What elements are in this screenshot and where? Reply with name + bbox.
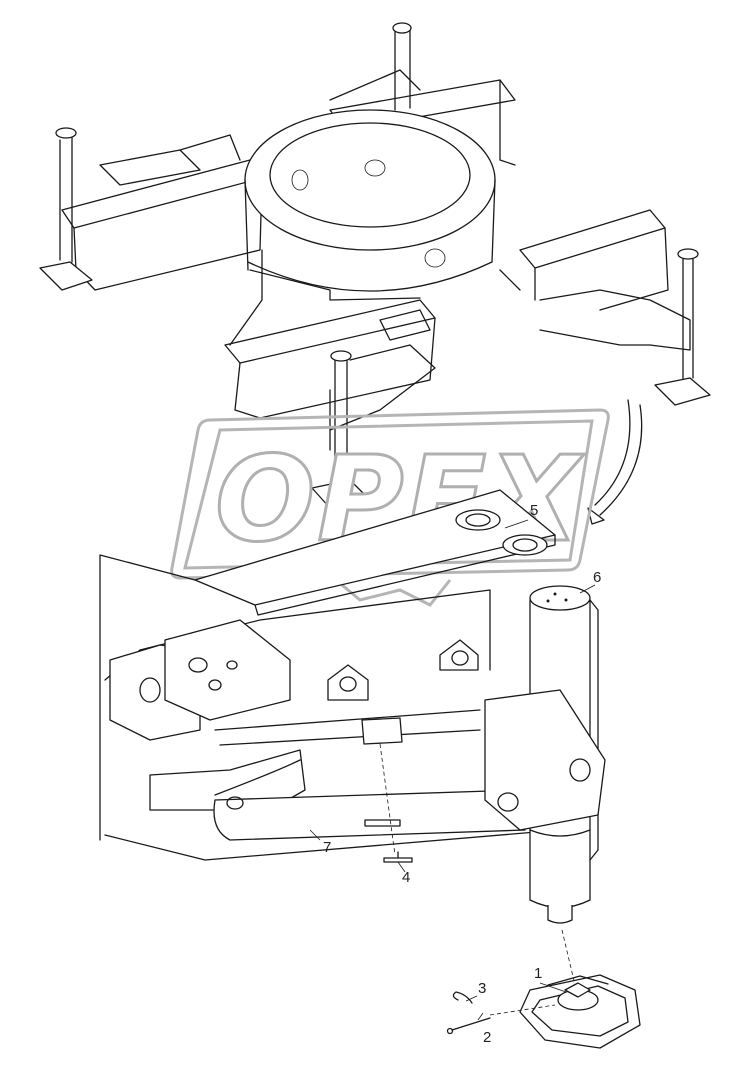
- callout-3: 3: [478, 980, 487, 997]
- callout-5: 5: [530, 502, 539, 519]
- callout-2: 2: [483, 1029, 492, 1046]
- frame-assembly: [39, 22, 711, 509]
- callout-leaders: [309, 519, 596, 1021]
- callout-4: 4: [402, 869, 411, 886]
- outrigger-detail: [99, 489, 606, 924]
- foot-pad-assembly: [446, 929, 641, 1049]
- rotation-arrow: [594, 399, 643, 516]
- callout-7: 7: [323, 839, 332, 856]
- callout-6: 6: [593, 569, 602, 586]
- callout-1: 1: [534, 965, 543, 982]
